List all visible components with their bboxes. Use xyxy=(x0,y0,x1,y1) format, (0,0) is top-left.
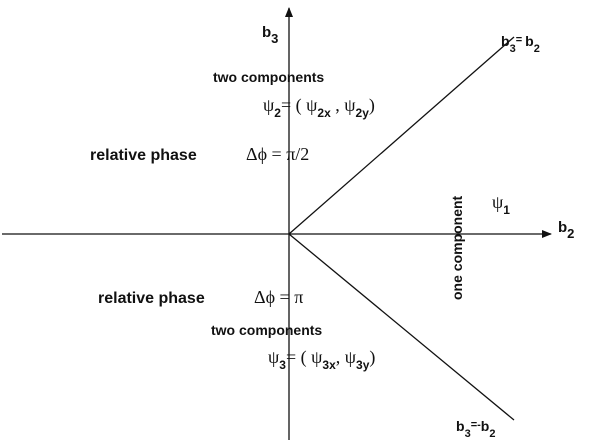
lower-relative-phase-label: relative phase xyxy=(98,290,205,307)
horizontal-axis-label: b2 xyxy=(558,219,574,241)
one-component-label: one component xyxy=(449,195,465,300)
upper-line-label: b3= b2 xyxy=(501,33,540,55)
psi2-expression: ψ2= ( ψ2x , ψ2y) xyxy=(263,95,375,120)
boundary-line-lower xyxy=(288,233,515,421)
lower-two-components-label: two components xyxy=(211,322,322,338)
psi3-expression: ψ3= ( ψ3x, ψ3y) xyxy=(268,347,375,372)
lower-phase-value: Δϕ = π xyxy=(254,287,303,307)
boundary-line-upper xyxy=(288,36,515,235)
lower-line-label: b3=-b2 xyxy=(456,418,495,440)
vertical-axis-label: b3 xyxy=(262,24,278,46)
upper-relative-phase-label: relative phase xyxy=(90,147,197,164)
psi1-label: ψ1 xyxy=(492,192,510,217)
upper-phase-value: Δϕ = π/2 xyxy=(246,144,309,164)
upper-two-components-label: two components xyxy=(213,69,324,85)
